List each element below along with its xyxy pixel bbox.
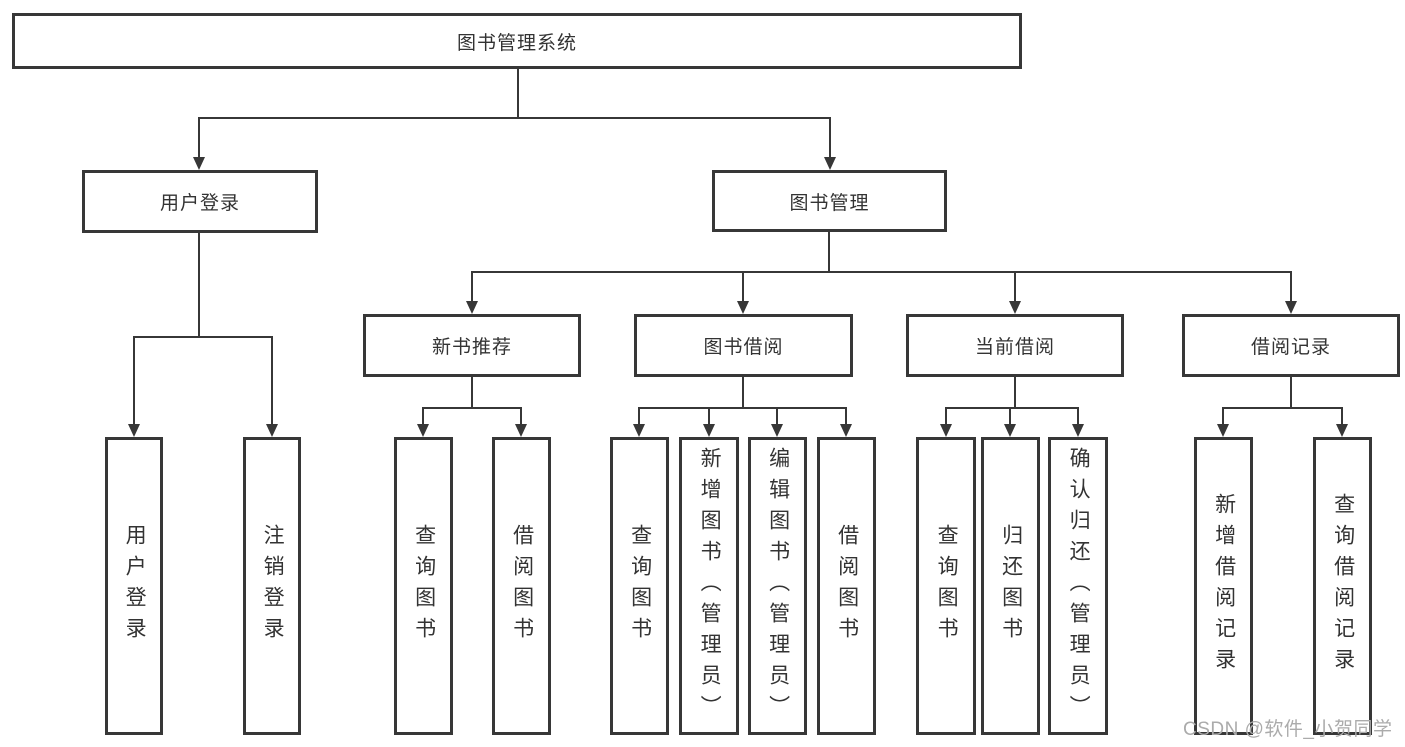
connector-line <box>471 271 1291 273</box>
csdn-watermark: CSDN @软件_小贺同学 <box>1183 719 1393 740</box>
leaf-label: 注销登录 <box>261 524 285 648</box>
arrow-down-icon <box>771 424 783 437</box>
node-book-borrow: 图书借阅 <box>634 314 853 377</box>
connector-line <box>520 407 522 425</box>
arrow-down-icon <box>266 424 278 437</box>
arrow-down-icon <box>1336 424 1348 437</box>
connector-line <box>742 271 744 303</box>
connector-line <box>471 271 473 303</box>
leaf-logout: 注销登录 <box>243 437 301 735</box>
arrow-down-icon <box>1285 301 1297 314</box>
connector-line <box>638 407 640 425</box>
leaf-label: 归还图书 <box>999 524 1023 648</box>
leaf-newbook-query-books: 查询图书 <box>394 437 453 735</box>
connector-line <box>776 407 778 425</box>
connector-line <box>1290 377 1292 407</box>
leaf-label: 编辑图书（管理员） <box>766 446 790 726</box>
leaf-label: 查询借阅记录 <box>1331 493 1355 679</box>
leaf-label: 查询图书 <box>628 524 652 648</box>
arrow-down-icon <box>940 424 952 437</box>
connector-line <box>423 407 522 409</box>
leaf-borrow-edit-books-admin: 编辑图书（管理员） <box>748 437 807 735</box>
arrow-down-icon <box>633 424 645 437</box>
leaf-records-query-record: 查询借阅记录 <box>1313 437 1372 735</box>
leaf-newbook-borrow-books: 借阅图书 <box>492 437 551 735</box>
leaf-borrow-borrow-books: 借阅图书 <box>817 437 876 735</box>
connector-line <box>422 407 424 425</box>
leaf-label: 借阅图书 <box>510 524 534 648</box>
connector-line <box>945 407 947 425</box>
connector-line <box>1077 407 1079 425</box>
connector-line <box>828 232 830 271</box>
node-current-borrow: 当前借阅 <box>906 314 1124 377</box>
leaf-label: 查询图书 <box>412 524 436 648</box>
node-root-library-system: 图书管理系统 <box>12 13 1022 69</box>
leaf-borrow-query-books: 查询图书 <box>610 437 669 735</box>
leaf-label: 确认归还（管理员） <box>1067 446 1091 726</box>
arrow-down-icon <box>1072 424 1084 437</box>
connector-line <box>271 336 273 424</box>
node-borrow-records: 借阅记录 <box>1182 314 1400 377</box>
leaf-current-return-books: 归还图书 <box>981 437 1040 735</box>
connector-line <box>1014 377 1016 407</box>
connector-line <box>198 117 200 158</box>
node-user-login: 用户登录 <box>82 170 318 233</box>
leaf-label: 新增借阅记录 <box>1212 493 1236 679</box>
arrow-down-icon <box>193 157 205 170</box>
arrow-down-icon <box>466 301 478 314</box>
arrow-down-icon <box>1009 301 1021 314</box>
connector-line <box>133 336 273 338</box>
arrow-down-icon <box>1217 424 1229 437</box>
connector-line <box>1290 271 1292 303</box>
connector-line <box>1341 407 1343 425</box>
node-new-book-recommend: 新书推荐 <box>363 314 581 377</box>
leaf-current-confirm-return-admin: 确认归还（管理员） <box>1048 437 1108 735</box>
connector-line <box>471 377 473 407</box>
leaf-current-query-books: 查询图书 <box>916 437 976 735</box>
connector-line <box>829 117 831 158</box>
arrow-down-icon <box>824 157 836 170</box>
arrow-down-icon <box>737 301 749 314</box>
connector-line <box>1009 407 1011 425</box>
connector-line <box>945 407 1078 409</box>
leaf-borrow-add-books-admin: 新增图书（管理员） <box>679 437 739 735</box>
arrow-down-icon <box>128 424 140 437</box>
leaf-label: 用户登录 <box>123 524 147 648</box>
connector-line <box>517 69 519 117</box>
connector-line <box>639 407 847 409</box>
connector-line <box>1222 407 1224 425</box>
connector-line <box>708 407 710 425</box>
arrow-down-icon <box>515 424 527 437</box>
connector-line <box>742 377 744 407</box>
connector-line <box>198 117 831 119</box>
connector-line <box>198 233 200 336</box>
leaf-records-add-record: 新增借阅记录 <box>1194 437 1253 735</box>
connector-line <box>1223 407 1343 409</box>
leaf-label: 新增图书（管理员） <box>698 446 722 726</box>
leaf-label: 查询图书 <box>935 524 959 648</box>
node-book-management: 图书管理 <box>712 170 947 232</box>
connector-line <box>845 407 847 425</box>
arrow-down-icon <box>840 424 852 437</box>
leaf-user-login: 用户登录 <box>105 437 163 735</box>
arrow-down-icon <box>417 424 429 437</box>
connector-line <box>1014 271 1016 303</box>
connector-line <box>133 336 135 424</box>
arrow-down-icon <box>703 424 715 437</box>
leaf-label: 借阅图书 <box>835 524 859 648</box>
arrow-down-icon <box>1004 424 1016 437</box>
